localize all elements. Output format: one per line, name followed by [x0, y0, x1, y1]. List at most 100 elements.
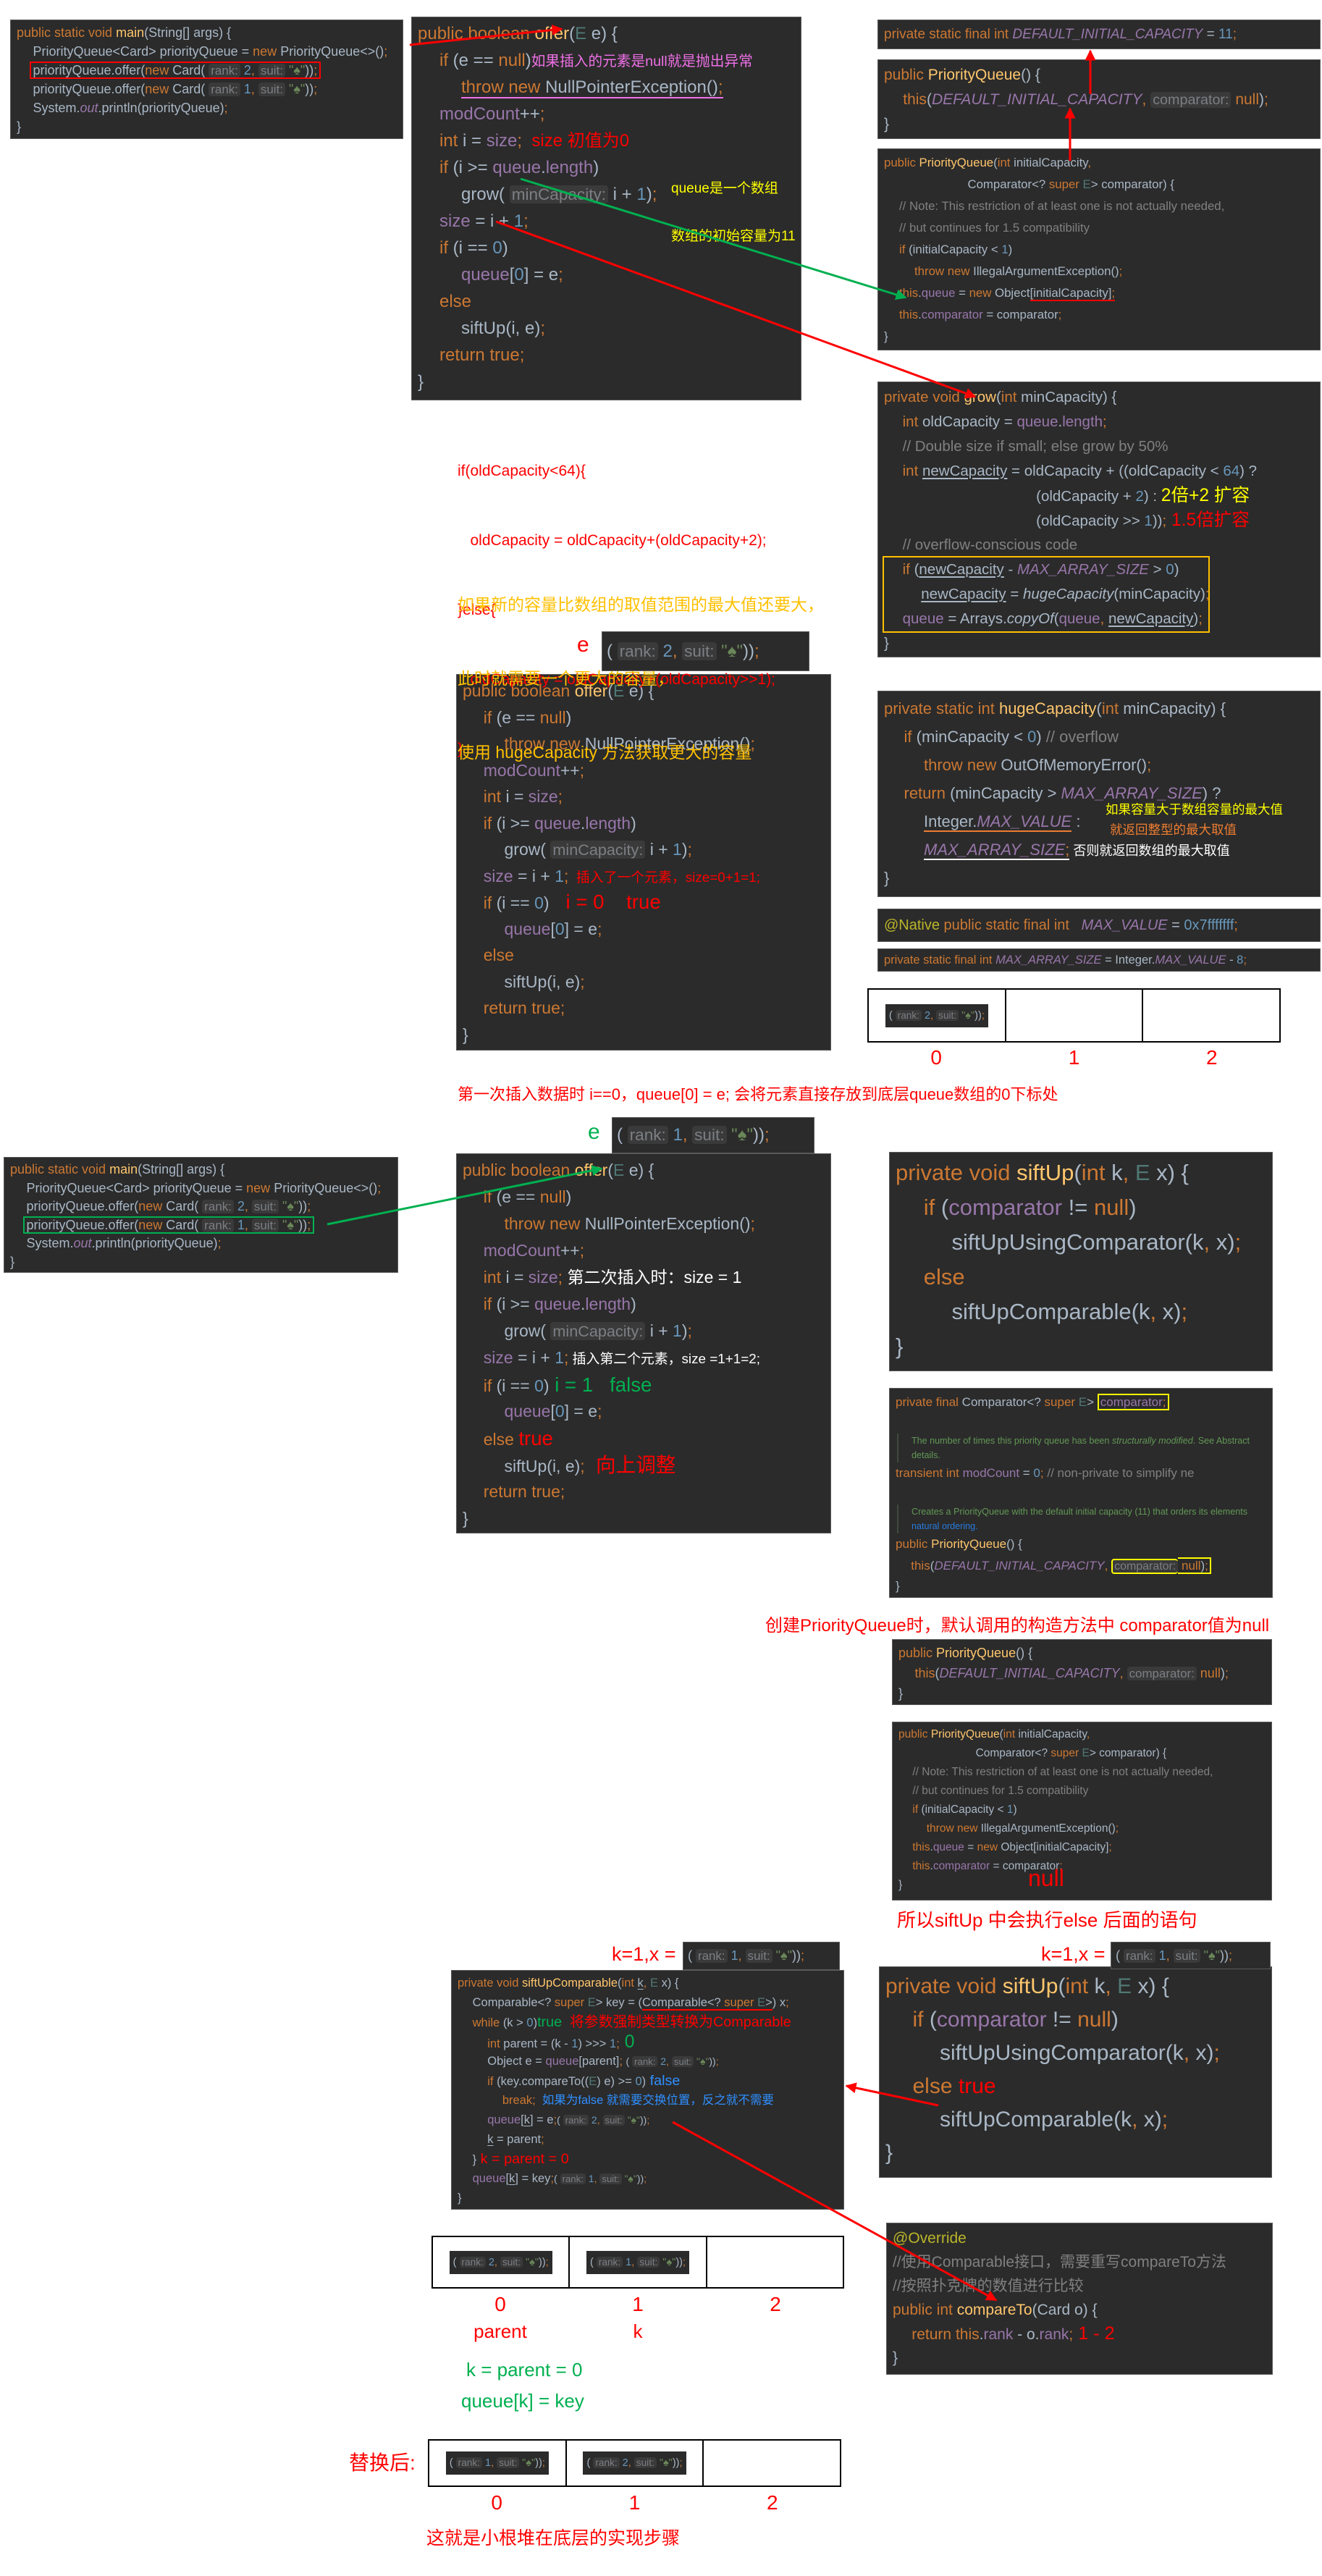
- code-text: (e ==: [496, 1187, 540, 1206]
- keyword-token: public: [884, 67, 928, 83]
- code-text: [: [550, 1402, 555, 1420]
- index-label: 0: [494, 2293, 506, 2315]
- code-text: (: [888, 1009, 896, 1022]
- code-line: else true: [463, 1425, 825, 1452]
- keyword-token: int: [1065, 1974, 1095, 1998]
- keyword-token: ,: [672, 641, 683, 661]
- keyword-token: ;: [384, 44, 388, 59]
- keyword-token: ;: [540, 319, 546, 338]
- type-parameter: E: [575, 24, 587, 43]
- code-text: NullPointerException(): [584, 734, 751, 753]
- highlight-box: priorityQueue.offer(new Card( rank: 2, s…: [29, 62, 321, 79]
- keyword-token: ;: [644, 2173, 647, 2184]
- code-text: }: [418, 372, 424, 392]
- grow-logic-pseudocode: if(oldCapacity<64){ oldCapacity = oldCap…: [458, 413, 775, 807]
- code-text: (: [995, 389, 1001, 405]
- code-text: )): [639, 2114, 647, 2126]
- field-token: size: [483, 1348, 513, 1367]
- code-line: return true;: [418, 342, 795, 369]
- doc-comment-text: Creates a: [911, 1507, 954, 1517]
- code-block-main-first: public static void main(String[] args) {…: [10, 20, 403, 139]
- field-token: length: [545, 158, 594, 177]
- code-line: private static final int DEFAULT_INITIAL…: [884, 23, 1314, 46]
- code-line: siftUpUsingComparator(k, x);: [896, 1225, 1266, 1260]
- code-text: ): [1259, 91, 1265, 108]
- number-literal: 0: [534, 1376, 544, 1395]
- keyword-token: public int: [893, 2302, 957, 2318]
- card-snippet-rank-1: ( rank: 1, suit: "♠"));: [683, 1942, 840, 1970]
- explanation-line: 使用 hugeCapacity 方法获取更大的容量: [458, 743, 752, 762]
- number-literal: 0: [555, 919, 565, 938]
- parameter-hint: suit:: [251, 1200, 279, 1213]
- huge-return-int-max-note: 就返回整型的最大取值: [1110, 822, 1237, 837]
- code-text: (: [688, 1948, 696, 1963]
- keyword-token: ;: [647, 2114, 650, 2126]
- keyword-token: null: [539, 1187, 566, 1206]
- field-token: size: [439, 211, 471, 231]
- code-text: ] = e: [529, 2113, 554, 2126]
- code-text: initialCapacity: [1018, 1728, 1087, 1741]
- index-label: 2: [1206, 1046, 1218, 1069]
- code-text: )): [305, 63, 314, 77]
- code-text: = Integer.: [1101, 954, 1155, 967]
- keyword-token: ,: [250, 63, 258, 77]
- parameter-hint: rank:: [632, 2056, 658, 2067]
- doc-comment-text: with the default initial capacity (11) t…: [1009, 1507, 1247, 1517]
- number-literal: 1: [571, 2037, 578, 2050]
- number-literal: 2: [485, 2256, 494, 2268]
- field-token: comparator: [921, 308, 983, 321]
- method-name-token: siftUp: [1002, 1974, 1058, 1998]
- code-line: [896, 1413, 1266, 1434]
- code-text: (Card o) {: [1032, 2302, 1098, 2318]
- method-name-token: siftUp: [1016, 1160, 1074, 1185]
- keyword-token: ,: [1150, 1299, 1163, 1324]
- code-text: (: [1074, 1160, 1082, 1185]
- field-token: comparator: [936, 2008, 1047, 2032]
- code-line: Comparator<? super E> comparator) {: [898, 1744, 1266, 1763]
- keyword-token: ;: [800, 1948, 804, 1963]
- field-token: modCount: [962, 1466, 1020, 1480]
- keyword-token: ;: [1213, 2041, 1220, 2065]
- doc-comment-text: details.: [911, 1450, 940, 1460]
- annotation-note-red: true: [518, 1427, 553, 1449]
- keyword-token: new: [138, 1199, 167, 1213]
- code-text: priorityQueue.offer(: [33, 82, 146, 96]
- code-block-max-value-constant: @Native public static final int MAX_VALU…: [877, 909, 1321, 942]
- code-line: }: [896, 1329, 1266, 1364]
- keyword-token: ;: [545, 2256, 549, 2268]
- code-line: siftUp(i, e);: [418, 315, 795, 342]
- annotation-note-green: true: [537, 2014, 563, 2030]
- number-literal: 2: [657, 641, 673, 661]
- k-x-label-right: k=1,x =: [1041, 1943, 1106, 1965]
- keyword-token: ;: [224, 101, 228, 115]
- code-line: queue[0] = e;: [463, 916, 825, 943]
- parameter-hint: rank:: [209, 64, 240, 77]
- annotation-note-red: 1 - 2: [1073, 2323, 1115, 2344]
- keyword-token: new: [246, 1180, 274, 1195]
- pseudocode-line: oldCapacity = oldCapacity+(oldCapacity>>…: [458, 671, 775, 688]
- keyword-token: ;: [1224, 1666, 1229, 1680]
- code-text: priorityQueue.offer(: [26, 1217, 139, 1232]
- keyword-token: public static final int: [940, 917, 1082, 933]
- keyword-token: ,: [491, 2457, 497, 2469]
- array-cell-0: ( rank: 2, suit: "♠"));: [433, 2237, 571, 2287]
- keyword-token: int: [487, 2037, 504, 2050]
- keyword-token: if: [912, 2008, 930, 2032]
- code-block-comparator-field: private final Comparator<? super E> comp…: [889, 1388, 1273, 1598]
- pseudocode-line: }else{: [458, 602, 496, 618]
- keyword-token: public boolean: [463, 681, 575, 700]
- keyword-token: else: [483, 946, 514, 964]
- code-line: if (initialCapacity < 1): [884, 239, 1314, 261]
- code-line: modCount++;: [418, 101, 795, 127]
- keyword-token: ,: [930, 1009, 937, 1022]
- annotation-note-red: true: [958, 2074, 996, 2098]
- code-text: }: [463, 1509, 468, 1528]
- code-line: // Note: This restriction of at least on…: [884, 195, 1314, 217]
- code-line: }: [884, 864, 1314, 892]
- number-literal: 0: [526, 2016, 534, 2029]
- card-snippet: ( rank: 1, suit: "♠"));: [590, 2256, 686, 2268]
- k-equals-parent-note: k = parent = 0: [466, 2359, 583, 2381]
- code-text: (i ==: [496, 1376, 535, 1395]
- code-text: !=: [1062, 1195, 1094, 1220]
- number-literal: 1: [1144, 513, 1153, 529]
